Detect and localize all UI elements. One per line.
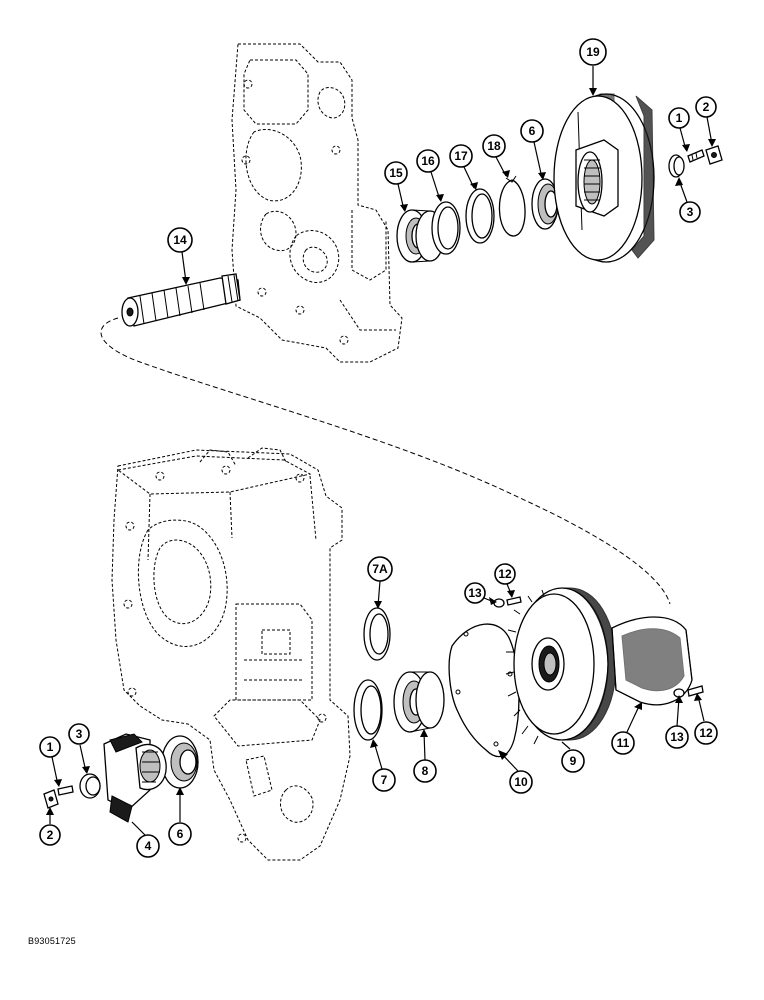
lower-bolt-near-gear: [506, 596, 522, 606]
svg-text:12: 12: [699, 726, 713, 740]
svg-text:9: 9: [570, 754, 577, 768]
callout-16: 16: [416, 149, 444, 202]
lower-washer-near-gear: [493, 598, 505, 608]
shim-ring-upper: [431, 201, 461, 255]
callout-9: 9: [561, 741, 585, 773]
shim-7a: [363, 607, 391, 661]
upper-retainer-plate: [668, 154, 685, 178]
callout-13-lower: 13: [665, 695, 689, 749]
bearing-upper: [396, 209, 445, 263]
splined-shaft: [121, 273, 241, 327]
callout-1-upper: 1: [668, 107, 690, 152]
figure-reference-code: B93051725: [28, 936, 76, 946]
assembly-route-line: [100, 317, 671, 605]
svg-text:19: 19: [586, 45, 600, 59]
svg-text:3: 3: [687, 205, 694, 219]
callout-2-lower: 2: [39, 807, 61, 846]
lower-bolt-left: [57, 785, 74, 796]
gasket-plate: [448, 623, 520, 758]
svg-text:6: 6: [529, 124, 536, 138]
callout-6-lower: 6: [168, 787, 192, 846]
seal-lower: [161, 735, 199, 789]
spur-gear: [505, 587, 617, 745]
callout-2-upper: 2: [695, 96, 717, 147]
upper-lock-plate: [705, 145, 723, 165]
callout-8: 8: [413, 729, 437, 783]
svg-text:10: 10: [514, 775, 528, 789]
gear-guard: [611, 616, 693, 706]
svg-text:2: 2: [703, 100, 710, 114]
svg-text:2: 2: [47, 828, 54, 842]
svg-text:13: 13: [670, 730, 684, 744]
callout-12-upper: 12: [494, 563, 516, 598]
svg-text:4: 4: [145, 839, 152, 853]
callout-12-lower: 12: [694, 693, 718, 745]
yoke-flange: [103, 733, 167, 823]
callout-15: 15: [384, 161, 408, 212]
lower-bolt-near-guard: [687, 685, 704, 697]
callout-11: 11: [611, 702, 642, 755]
shim-ring-lower: [353, 679, 383, 741]
svg-text:6: 6: [177, 827, 184, 841]
callout-3-upper: 3: [675, 177, 701, 223]
svg-text:7A: 7A: [372, 562, 388, 576]
brake-disc: [553, 93, 655, 263]
svg-text:16: 16: [421, 154, 435, 168]
lower-retainer-plate: [79, 773, 101, 799]
svg-text:8: 8: [422, 764, 429, 778]
snap-ring-upper: [498, 175, 526, 237]
washer-upper: [465, 188, 495, 244]
callout-1-lower: 1: [39, 736, 62, 787]
svg-text:3: 3: [76, 727, 83, 741]
callout-17: 17: [449, 144, 478, 190]
lower-housing-phantom: [111, 447, 351, 861]
svg-text:1: 1: [47, 740, 54, 754]
svg-text:17: 17: [454, 149, 468, 163]
callout-13-upper: 13: [464, 582, 497, 605]
callout-7: 7: [370, 739, 396, 792]
svg-text:15: 15: [389, 166, 403, 180]
upper-housing-phantom: [231, 43, 403, 363]
callout-18: 18: [482, 134, 510, 178]
callout-7a: 7A: [367, 556, 393, 609]
callout-19: 19: [579, 38, 607, 96]
callout-6-upper: 6: [520, 119, 546, 180]
bearing-lower: [393, 671, 445, 733]
svg-text:14: 14: [173, 233, 187, 247]
svg-text:1: 1: [676, 111, 683, 125]
upper-bolt: [687, 149, 705, 163]
svg-text:18: 18: [487, 139, 501, 153]
lower-lock-plate: [43, 789, 59, 809]
svg-text:12: 12: [498, 567, 512, 581]
svg-text:11: 11: [617, 736, 630, 750]
svg-text:7: 7: [381, 773, 388, 787]
callout-14: 14: [167, 227, 193, 285]
callout-3-lower: 3: [68, 723, 90, 774]
callout-4: 4: [131, 821, 160, 858]
svg-text:13: 13: [468, 586, 482, 600]
callout-10: 10: [498, 750, 533, 794]
